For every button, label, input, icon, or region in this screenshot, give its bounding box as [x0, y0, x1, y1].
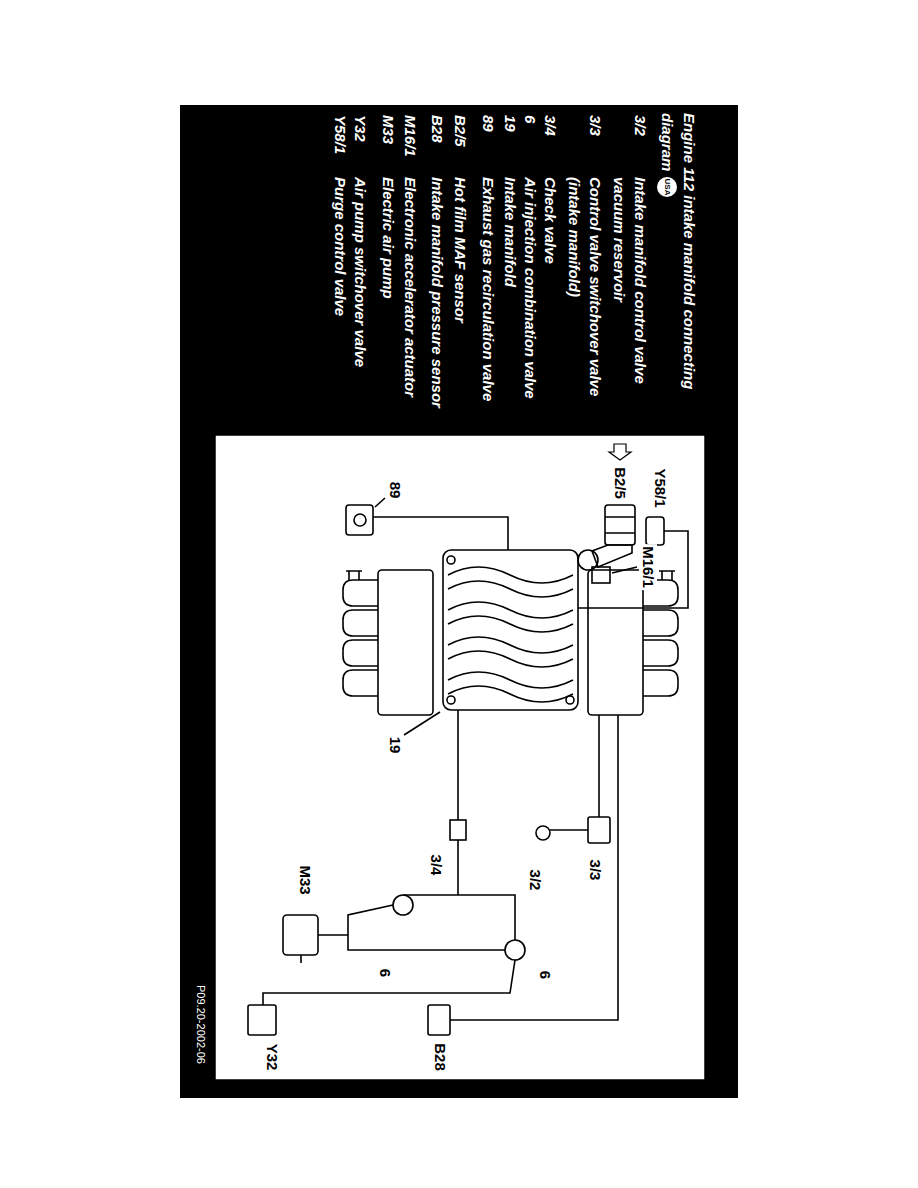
- legend-text: Purge control valve: [330, 177, 351, 427]
- legend-text: Control valve switchover valve (intake m…: [564, 177, 606, 427]
- figure-code: P09.20-2002-06: [194, 985, 208, 1064]
- legend-number: Y32: [350, 115, 371, 142]
- legend-text: Intake manifold: [500, 177, 521, 427]
- diagram-frame: Engine 112 intake manifold connecting di…: [180, 105, 738, 1098]
- callout-number: 3/3: [586, 858, 604, 883]
- legend-text: Intake manifold pressure sensor: [427, 177, 448, 427]
- legend-text: Electric air pump: [378, 177, 399, 427]
- legend-number: 3/4: [540, 115, 561, 136]
- legend-text: Air injection combination valve: [520, 177, 541, 427]
- callout-number: 6: [376, 967, 394, 979]
- diagram-title: Engine 112 intake manifold connecting di…: [656, 113, 700, 433]
- region-badge: USA: [657, 177, 677, 197]
- legend-text: Electronic accelerator actuator: [400, 177, 421, 427]
- legend-number: M16/1: [400, 115, 421, 157]
- legend-number: B2/5: [450, 115, 471, 147]
- legend-number: 89: [478, 115, 499, 132]
- callout-number: M16/1: [639, 544, 657, 590]
- legend-text: Exhaust gas recirculation valve: [478, 177, 499, 427]
- legend-number: M33: [378, 115, 399, 144]
- callout-number: 3/2: [526, 868, 544, 893]
- callout-number: 89: [386, 480, 404, 501]
- callout-number: B28: [431, 1041, 449, 1073]
- legend-number: Y58/1: [330, 115, 351, 154]
- legend-text: Hot film MAF sensor: [450, 177, 471, 427]
- legend-text: Intake manifold control valve vacuum res…: [609, 177, 651, 427]
- callout-number: M33: [296, 863, 314, 896]
- callout-number: B2/5: [611, 465, 629, 501]
- legend-text: Air pump switchover valve: [350, 177, 371, 427]
- legend-number: 3/3: [585, 115, 606, 136]
- legend-text: Check valve: [540, 177, 561, 427]
- legend-number: 19: [500, 115, 521, 132]
- legend-number: B28: [427, 115, 448, 143]
- legend-number: 3/2: [630, 115, 651, 136]
- callout-number: 3/4: [427, 853, 445, 878]
- callout-number: Y32: [263, 1042, 281, 1073]
- callout-number: Y58/1: [651, 466, 669, 509]
- callout-number: 19: [386, 735, 404, 756]
- legend-number: 6: [520, 115, 541, 123]
- callout-number: 6: [536, 969, 554, 981]
